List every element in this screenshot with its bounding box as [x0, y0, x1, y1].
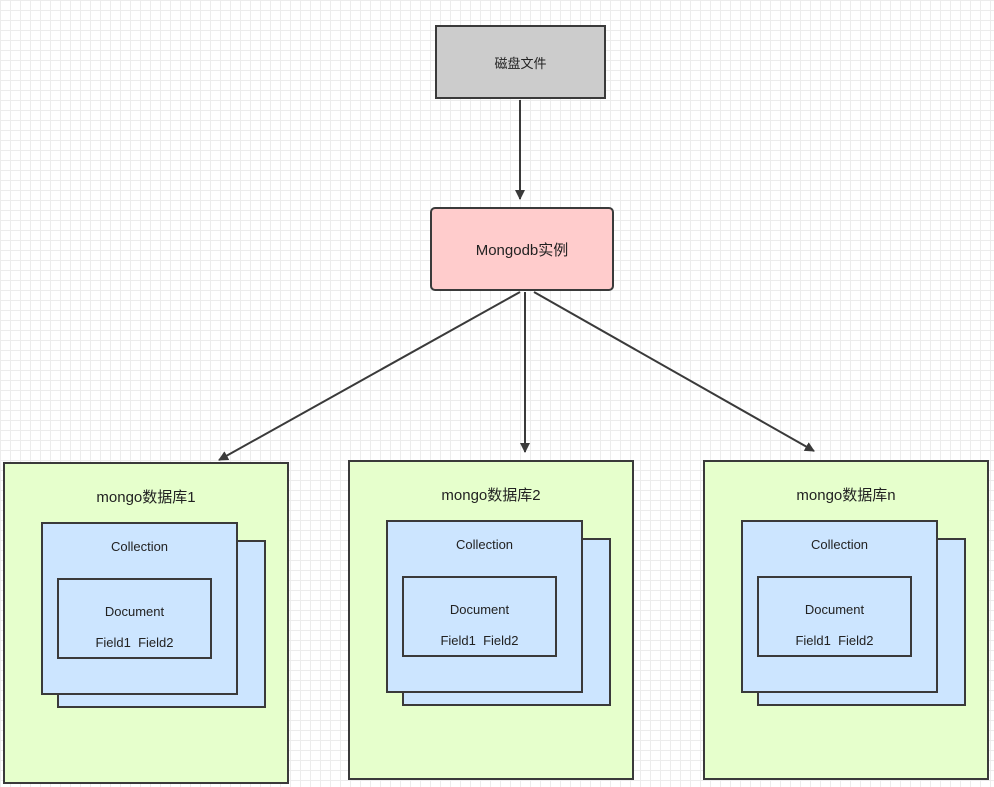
mongodb-instance-node: Mongodb实例	[430, 207, 614, 291]
arrow-instance-to-db1	[218, 291, 521, 461]
collection-node: Collection Document Field1 Field2	[741, 520, 938, 693]
database-node-2: mongo数据库2 Collection Document Field1 Fie…	[348, 460, 634, 780]
database-title: mongo数据库1	[96, 489, 196, 506]
collection-node: Collection Document Field1 Field2	[386, 520, 583, 693]
collection-node: Collection Document Field1 Field2	[41, 522, 238, 695]
collection-label: Collection	[110, 539, 169, 554]
document-node: Document Field1 Field2	[57, 578, 212, 659]
database-title: mongo数据库n	[796, 487, 896, 504]
document-label: Document	[449, 602, 510, 617]
collection-label: Collection	[455, 537, 514, 552]
document-label: Document	[104, 604, 165, 619]
document-fields: Field1 Field2	[440, 633, 519, 648]
arrow-instance-to-db3	[533, 291, 815, 452]
document-fields: Field1 Field2	[795, 633, 874, 648]
document-node: Document Field1 Field2	[402, 576, 557, 657]
document-node: Document Field1 Field2	[757, 576, 912, 657]
mongodb-instance-label: Mongodb实例	[475, 241, 569, 259]
document-fields: Field1 Field2	[95, 635, 174, 650]
database-node-1: mongo数据库1 Collection Document Field1 Fie…	[3, 462, 289, 784]
disk-file-node: 磁盘文件	[435, 25, 606, 99]
database-node-n: mongo数据库n Collection Document Field1 Fie…	[703, 460, 989, 780]
database-title: mongo数据库2	[441, 487, 541, 504]
document-label: Document	[804, 602, 865, 617]
collection-label: Collection	[810, 537, 869, 552]
disk-file-label: 磁盘文件	[494, 55, 547, 71]
